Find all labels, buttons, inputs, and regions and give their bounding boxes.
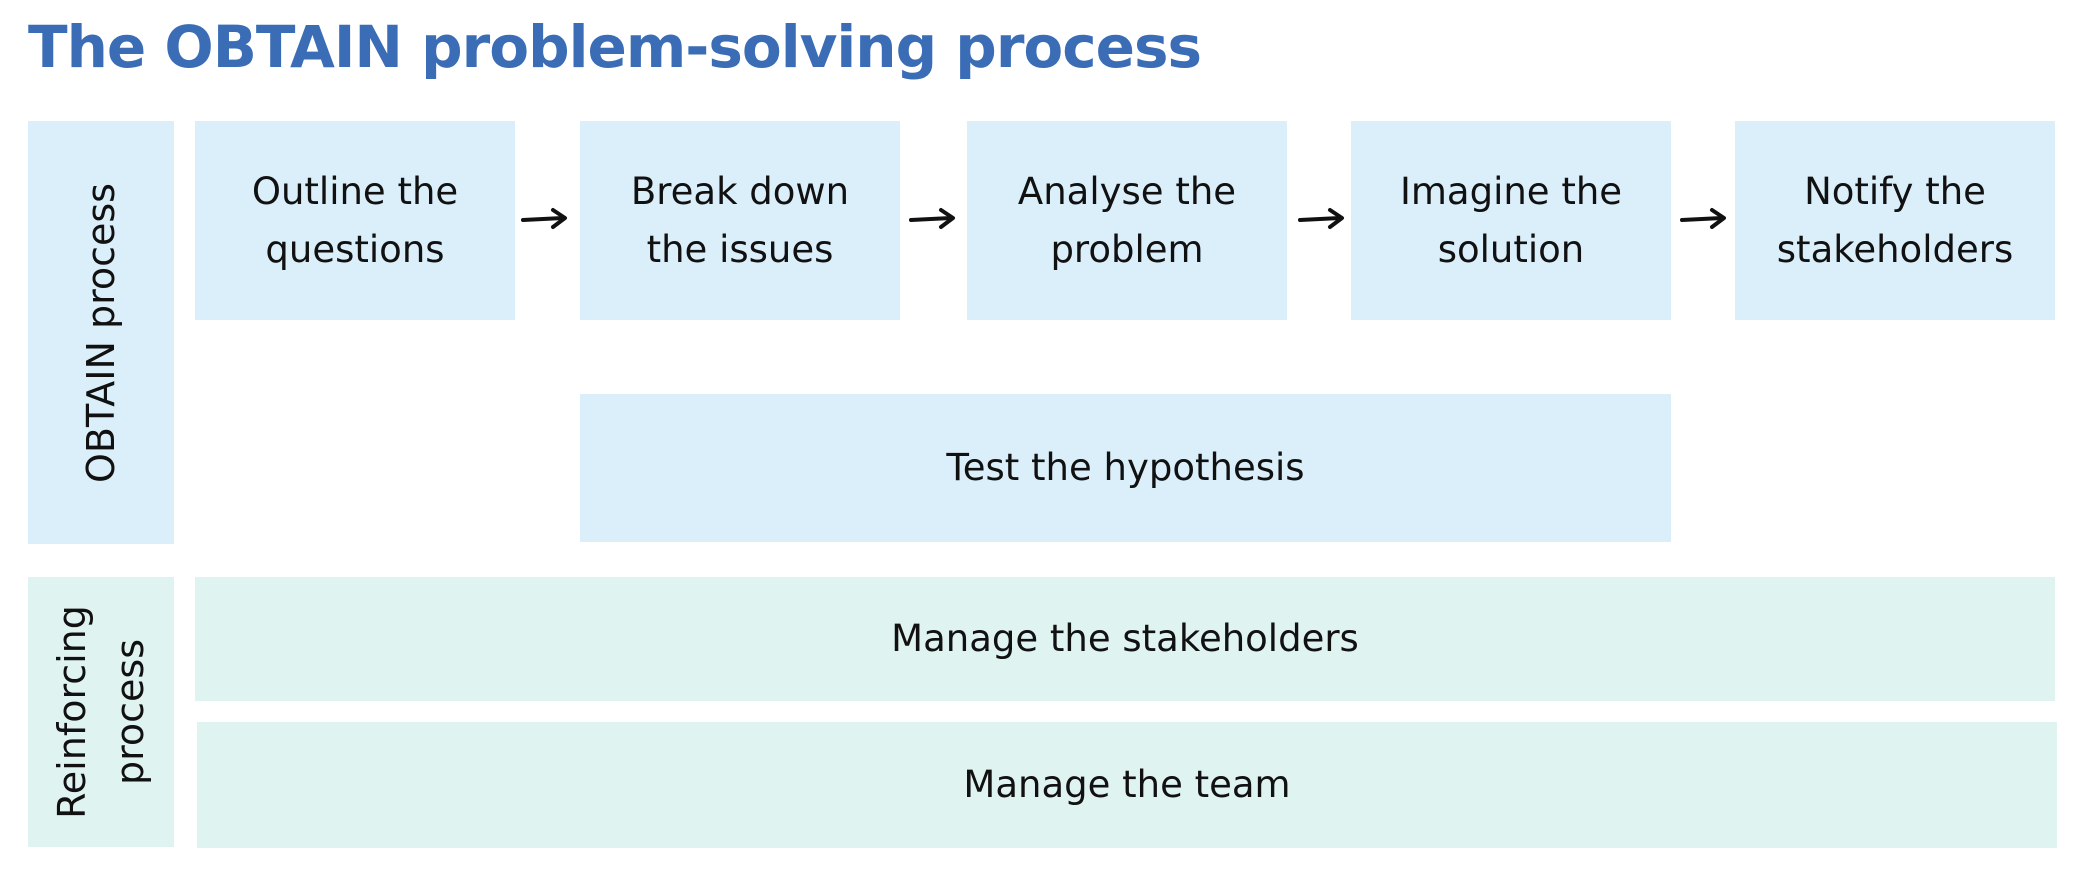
manage-team-label: Manage the team (963, 763, 1291, 806)
reinforcing-label-line: Reinforcing (50, 605, 95, 819)
manage-stakeholders-label: Manage the stakeholders (891, 617, 1359, 660)
arrow-right-icon (521, 208, 567, 229)
step-line: stakeholders (1776, 227, 2014, 271)
manage-team-box: Manage the team (197, 722, 2057, 848)
step-line: Notify the (1804, 169, 1986, 213)
step-line: problem (1050, 227, 1204, 271)
step-notify-stakeholders: Notify the stakeholders (1735, 121, 2055, 320)
test-hypothesis-box: Test the hypothesis (580, 394, 1671, 542)
step-line: Outline the (251, 169, 459, 213)
obtain-process-label-box: OBTAIN process (28, 121, 174, 544)
step-outline-questions: Outline the questions (195, 121, 515, 320)
page-title: The OBTAIN problem-solving process (28, 13, 1202, 81)
reinforcing-label-line: process (108, 638, 153, 786)
reinforcing-process-label-box: Reinforcing process (28, 577, 174, 847)
step-analyse-problem: Analyse the problem (967, 121, 1287, 320)
reinforcing-process-label: Reinforcing process (43, 605, 159, 819)
arrow-right-icon (1680, 208, 1726, 229)
step-line: solution (1437, 227, 1585, 271)
arrow-right-icon (1298, 208, 1344, 229)
test-hypothesis-label: Test the hypothesis (946, 446, 1305, 489)
step-line: questions (265, 227, 445, 271)
manage-stakeholders-box: Manage the stakeholders (195, 577, 2055, 701)
arrow-right-icon (909, 208, 955, 229)
step-imagine-solution: Imagine the solution (1351, 121, 1671, 320)
step-line: Imagine the (1399, 169, 1623, 213)
step-line: Break down (630, 169, 850, 213)
obtain-process-label: OBTAIN process (79, 182, 124, 483)
step-break-down-issues: Break down the issues (580, 121, 900, 320)
step-line: Analyse the (1017, 169, 1237, 213)
step-line: the issues (646, 227, 834, 271)
